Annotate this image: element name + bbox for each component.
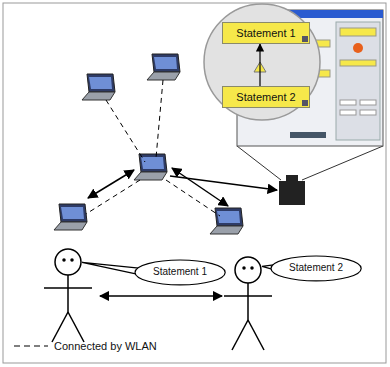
talk-arrow (100, 295, 222, 297)
laptop-icon (82, 74, 115, 100)
magnifier-circle (204, 4, 320, 120)
statement-box: Statement 2 (222, 86, 310, 108)
data-arrow (172, 168, 228, 206)
statement-text: Statement 2 (236, 91, 295, 103)
laptop-icon (210, 208, 243, 234)
data-arrow (170, 176, 277, 190)
wlan-link (106, 100, 145, 162)
statement-box: Statement 1 (222, 22, 310, 44)
speech-bubble: Statement 2 (270, 255, 362, 282)
statement-text: Statement 2 (289, 262, 343, 273)
legend-line-sample (14, 342, 48, 350)
laptop-icon (134, 154, 167, 180)
statement-text: Statement 1 (236, 27, 295, 39)
beam-line (237, 146, 281, 180)
projector (279, 175, 305, 205)
legend-text: Connected by WLAN (54, 340, 157, 352)
box-icon (302, 36, 308, 42)
data-arrow (88, 170, 134, 198)
stick-figure (224, 257, 272, 350)
frame (3, 3, 386, 363)
beam-line (302, 146, 383, 180)
people (44, 249, 272, 350)
legend-item: Connected by WLAN (14, 340, 157, 352)
box-icon (302, 100, 308, 106)
statement-text: Statement 1 (153, 266, 207, 277)
statement-link (259, 44, 260, 86)
speech-bubble: Statement 1 (134, 259, 226, 286)
laptop-icon (147, 54, 180, 80)
wlan-link (86, 180, 140, 214)
wlan-link (156, 80, 163, 158)
wlan-link (166, 180, 220, 216)
laptop-icon (54, 204, 87, 230)
laptops (54, 54, 243, 234)
